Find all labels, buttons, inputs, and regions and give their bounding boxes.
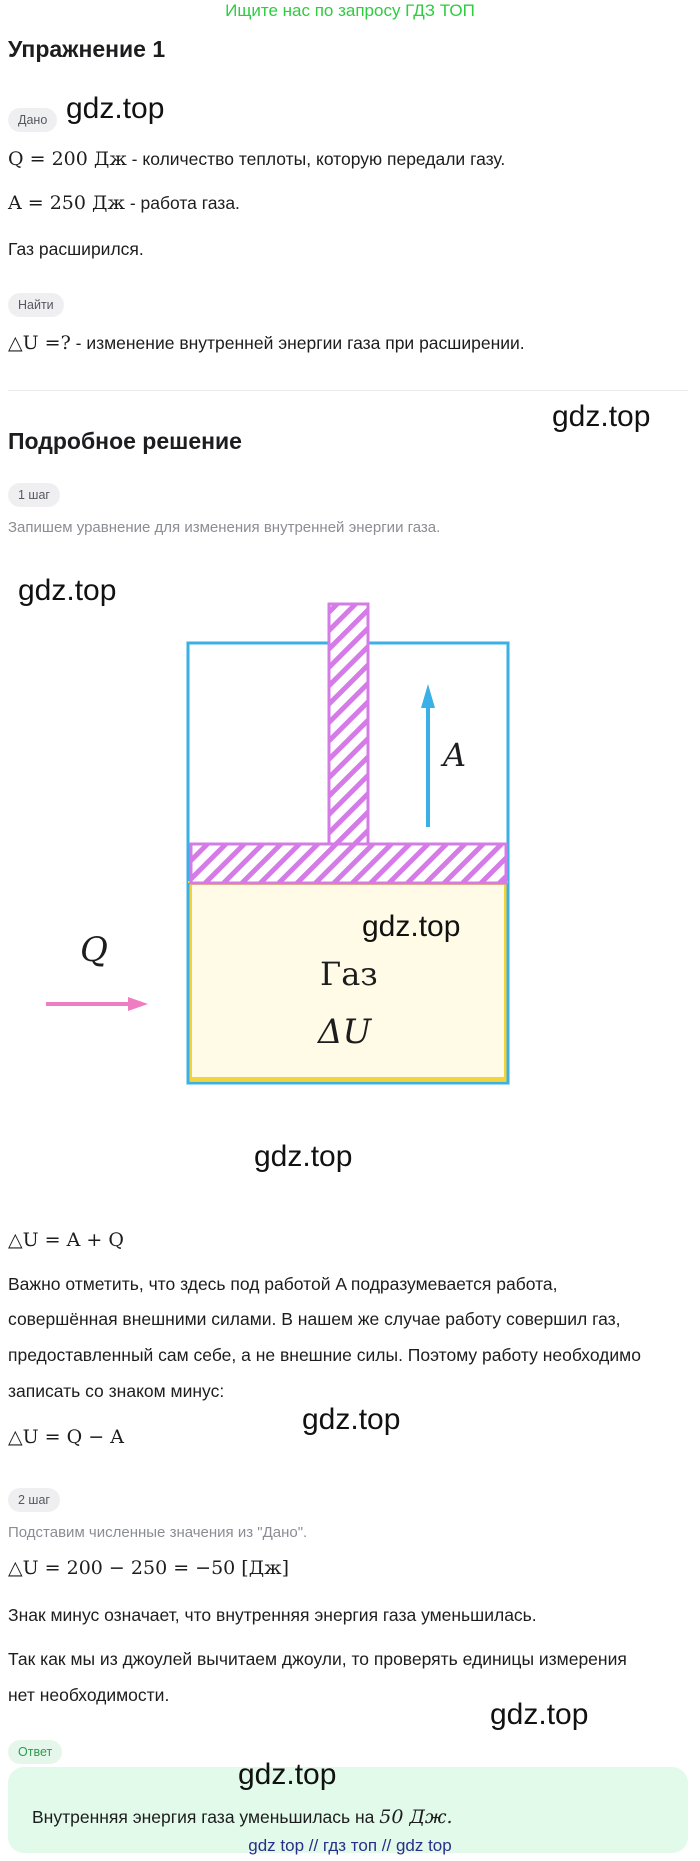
piston-diagram: A Q Газ ΔU [46, 602, 510, 1085]
heat-description: - количество теплоты, которую передали г… [126, 149, 506, 169]
step1-tag: 1 шаг [8, 483, 60, 507]
equation-numeric: △U = 200 − 250 = −50 [Дж] [8, 1557, 290, 1579]
find-tag: Найти [8, 293, 64, 317]
work-formula: A = 250 Дж [8, 192, 125, 214]
explanation-line-4: записать со знаком минус: [8, 1381, 225, 1401]
explanation-line-1: Важно отметить, что здесь под работой A … [8, 1274, 558, 1294]
heat-arrow-head [128, 997, 148, 1011]
given-expansion: Газ расширился. [8, 239, 144, 259]
given-tag: Дано [8, 108, 58, 132]
answer-prefix: Внутренняя энергия газа уменьшилась на [32, 1807, 380, 1827]
piston-head [189, 842, 508, 885]
energy-description: - изменение внутренней энергии газа при … [70, 333, 525, 353]
footer-links[interactable]: gdz top // гдз топ // gdz top [248, 1836, 452, 1855]
energy-label: ΔU [316, 1012, 373, 1052]
units-note-line-2: нет необходимости. [8, 1685, 170, 1705]
step2-tag: 2 шаг [8, 1488, 60, 1512]
watermark: gdz.top [66, 92, 165, 125]
given-work: A = 250 Дж - работа газа. [8, 191, 240, 215]
gas-label: Газ [320, 955, 378, 993]
cylinder-bottom [186, 883, 510, 1085]
heat-label: Q [80, 930, 108, 970]
work-arrow-head [421, 684, 435, 708]
answer-text: Внутренняя энергия газа уменьшилась на 5… [32, 1805, 453, 1829]
watermark: gdz.top [238, 1758, 337, 1791]
work-description: - работа газа. [124, 193, 240, 213]
gas-region [188, 881, 508, 1081]
solution-heading: Подробное решение [8, 428, 242, 454]
page-title: Упражнение 1 [8, 36, 166, 62]
equation-rearranged: △U = Q − A [8, 1426, 124, 1448]
answer-tag: Ответ [8, 1740, 63, 1764]
section-divider [8, 390, 688, 391]
watermark: gdz.top [362, 910, 461, 943]
find-energy: △U =? - изменение внутренней энергии газ… [8, 331, 525, 355]
watermark: gdz.top [18, 574, 117, 607]
watermark: gdz.top [302, 1403, 401, 1436]
step1-description: Запишем уравнение для изменения внутренн… [8, 519, 441, 536]
piston-rod [327, 602, 370, 846]
answer-box [8, 1767, 688, 1853]
equation-first-law: △U = A + Q [8, 1229, 124, 1251]
step2-description: Подставим численные значения из "Дано". [8, 1524, 308, 1541]
minus-explanation: Знак минус означает, что внутренняя энер… [8, 1605, 537, 1625]
watermark: gdz.top [552, 400, 651, 433]
explanation-line-2: совершённая внешними силами. В нашем же … [8, 1309, 621, 1329]
explanation-line-3: предоставленный сам себе, а не внешние с… [8, 1345, 641, 1365]
heat-formula: Q = 200 Дж [8, 148, 127, 170]
work-label: A [440, 736, 466, 774]
answer-value: 50 Дж. [379, 1806, 453, 1828]
watermark: gdz.top [254, 1140, 353, 1173]
units-note-line-1: Так как мы из джоулей вычитаем джоули, т… [8, 1649, 627, 1669]
energy-formula: △U =? [8, 332, 71, 354]
given-heat: Q = 200 Дж - количество теплоты, которую… [8, 147, 505, 171]
watermark: gdz.top [490, 1698, 589, 1731]
search-banner[interactable]: Ищите нас по запросу ГДЗ ТОП [225, 1, 475, 20]
